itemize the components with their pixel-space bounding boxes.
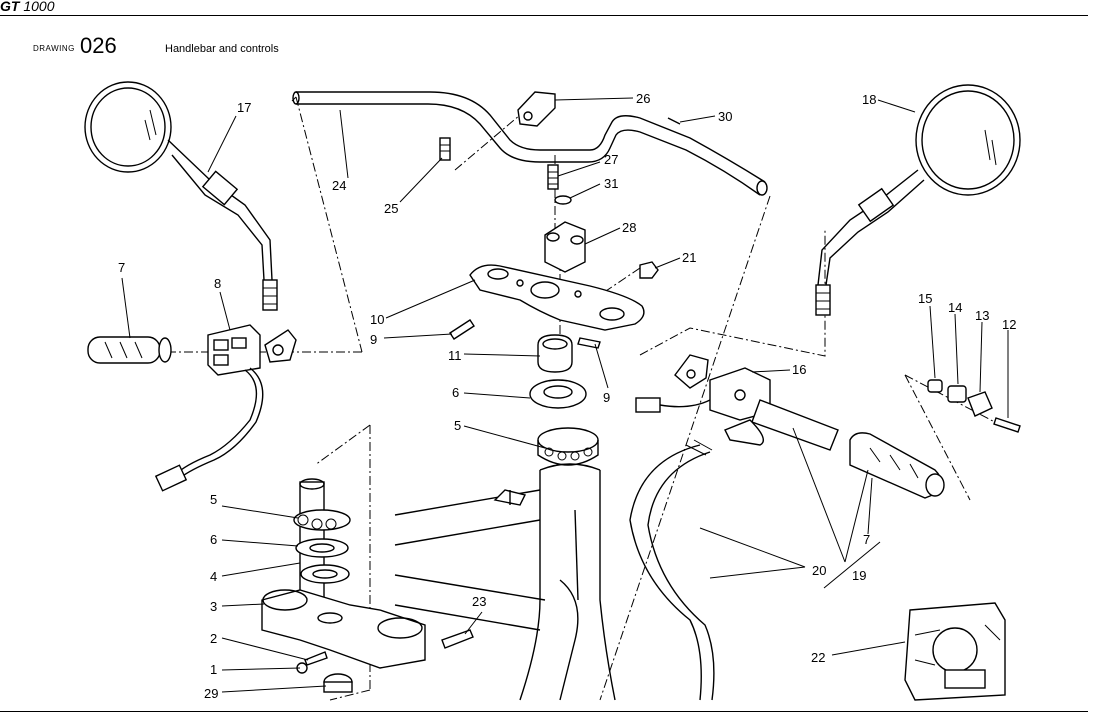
drawing-title: Handlebar and controls (165, 43, 279, 55)
steering-washer (529, 379, 587, 409)
right-mirror-clamp (674, 354, 709, 389)
steering-nut (537, 334, 573, 373)
inset-detail-view (904, 602, 1006, 701)
bar-end-weight (967, 391, 993, 417)
callout-27: 27 (604, 152, 618, 167)
callout-23: 23 (472, 594, 486, 609)
left-mirror (84, 81, 278, 311)
callout-1: 1 (210, 662, 217, 677)
callout-9-right: 9 (603, 390, 610, 405)
bottom-divider (0, 711, 1088, 712)
dust-seal (300, 564, 350, 584)
top-divider (0, 15, 1088, 16)
handlebar-riser (544, 221, 586, 273)
frame-tubes (394, 463, 616, 701)
callout-14: 14 (948, 300, 962, 315)
callout-8: 8 (214, 276, 221, 291)
right-grip (849, 432, 945, 499)
left-mirror-clamp (264, 329, 297, 363)
leader-lines (121, 97, 1009, 693)
throttle-assembly (724, 399, 839, 451)
bar-end-bush (947, 385, 967, 403)
callout-20: 20 (812, 563, 826, 578)
callout-30: 30 (718, 109, 732, 124)
callout-28: 28 (622, 220, 636, 235)
callout-18: 18 (862, 92, 876, 107)
upper-bearing (537, 427, 599, 466)
callout-31: 31 (604, 176, 618, 191)
brand-title: GT 1000 (0, 0, 55, 14)
callout-16: 16 (792, 362, 806, 377)
handlebar (292, 91, 768, 196)
right-mirror (815, 84, 1021, 316)
left-switch (154, 324, 264, 492)
lower-bearing (293, 509, 351, 531)
callout-6-lower: 6 (210, 532, 217, 547)
left-grip (87, 336, 172, 364)
throttle-cables (629, 439, 715, 701)
handlebar-cap-bolt (439, 137, 451, 161)
stem-bolt (441, 629, 474, 649)
top-yoke (469, 264, 645, 331)
yoke-bolt-right (577, 337, 601, 349)
callout-10: 10 (370, 312, 384, 327)
right-switch (635, 367, 771, 421)
callout-5-lower: 5 (210, 492, 217, 507)
callout-24: 24 (332, 178, 346, 193)
callout-29: 29 (204, 686, 218, 701)
drawing-number: 026 (80, 33, 117, 58)
callout-25: 25 (384, 201, 398, 216)
riser-bolt (547, 164, 559, 190)
callout-12: 12 (1002, 317, 1016, 332)
callout-9-left: 9 (370, 332, 377, 347)
riser-washer (554, 195, 572, 205)
callout-6-upper: 6 (452, 385, 459, 400)
model-number: 1000 (23, 0, 55, 14)
riser-cap (517, 91, 556, 127)
bar-end-spacer (927, 379, 943, 393)
callout-5-upper: 5 (454, 418, 461, 433)
yoke-bolt-left (449, 319, 475, 340)
callout-labels: 1 2 3 4 5 5 6 6 7 7 8 9 9 10 11 12 13 14… (118, 91, 1016, 701)
cable-spring-pin (667, 117, 681, 125)
drawing-label: DRAWING (33, 44, 75, 53)
bottom-yoke (261, 589, 426, 669)
callout-13: 13 (975, 308, 989, 323)
callout-11: 11 (448, 348, 462, 363)
stem-screw (304, 651, 328, 666)
model-name: GT (0, 0, 20, 14)
callout-15: 15 (918, 291, 932, 306)
bar-end-screw (993, 417, 1021, 433)
yoke-nut (639, 261, 659, 279)
callout-3: 3 (210, 599, 217, 614)
callout-26: 26 (636, 91, 650, 106)
callout-7-left: 7 (118, 260, 125, 275)
lower-washer (295, 538, 349, 558)
callout-17: 17 (237, 100, 251, 115)
callout-19: 19 (852, 568, 866, 583)
stem-plug (323, 673, 353, 693)
callout-21: 21 (682, 250, 696, 265)
callout-22: 22 (811, 650, 825, 665)
callout-4: 4 (210, 569, 217, 584)
callout-7-right: 7 (863, 532, 870, 547)
callout-2: 2 (210, 631, 217, 646)
